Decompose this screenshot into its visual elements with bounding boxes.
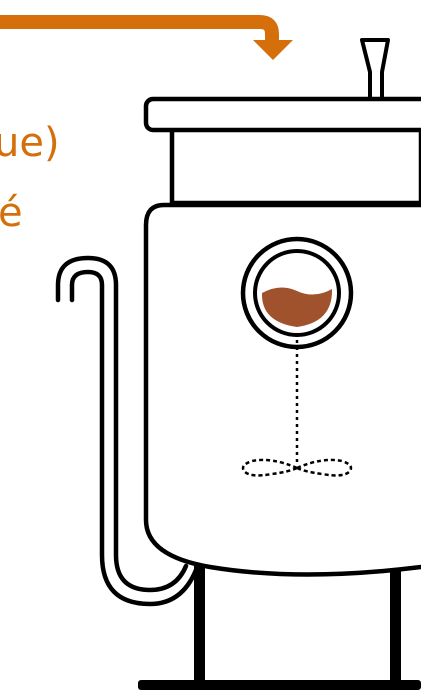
vessel-collar xyxy=(169,130,421,206)
propeller-blade-left xyxy=(241,458,301,477)
leg-left xyxy=(194,560,205,686)
flow-arrow-icon xyxy=(0,15,293,60)
cut-off-label-line-1: ue) xyxy=(0,120,60,166)
vessel-legs xyxy=(138,560,421,690)
pipe-inner xyxy=(69,269,199,607)
floor-bar xyxy=(138,680,421,690)
flow-arrow-head xyxy=(253,40,293,60)
vessel-lid xyxy=(143,96,421,133)
sight-glass xyxy=(240,236,354,350)
leg-right xyxy=(390,560,401,686)
propeller-blade-right xyxy=(293,458,353,477)
flow-arrow-line xyxy=(0,15,279,42)
cut-off-label-line-2: é xyxy=(0,190,23,236)
pipe-outer xyxy=(55,255,189,593)
jacket-pipe xyxy=(55,255,199,607)
vent-pipe xyxy=(360,38,390,102)
propeller-icon xyxy=(241,458,353,477)
liquid-level xyxy=(261,287,333,327)
